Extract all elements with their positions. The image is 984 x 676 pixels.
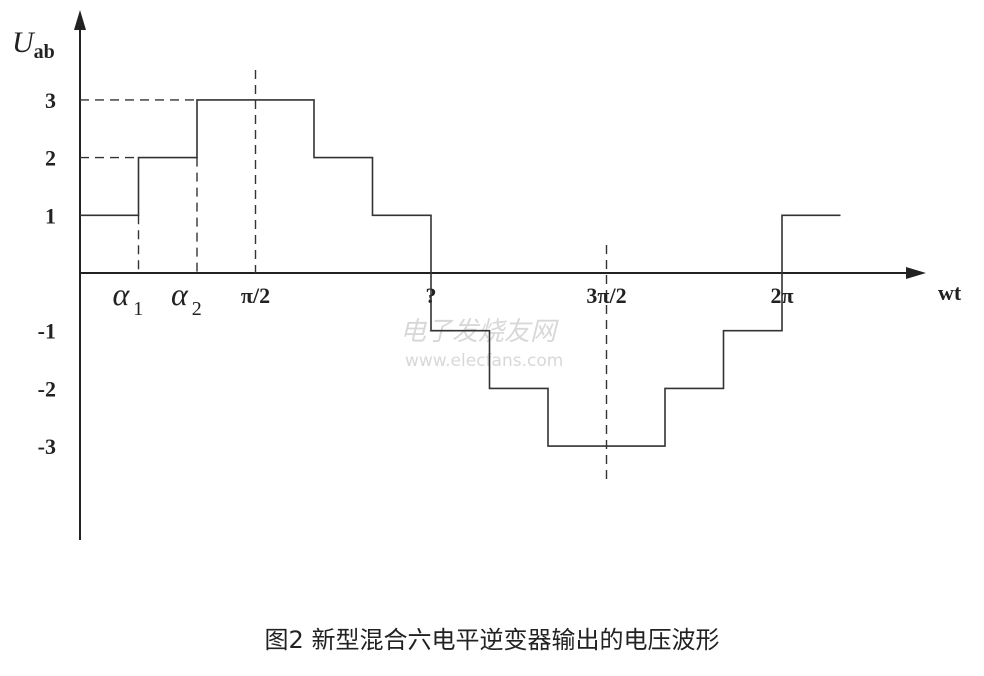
x-axis-arrow bbox=[906, 267, 926, 279]
x-tick-label: 3π/2 bbox=[586, 283, 626, 308]
y-tick-label: -2 bbox=[38, 376, 56, 401]
x-tick-label: π/2 bbox=[241, 283, 270, 308]
y-tick-label: -3 bbox=[38, 434, 56, 459]
watermark-url: www.elecfans.com bbox=[405, 351, 563, 371]
y-tick-label: -1 bbox=[38, 319, 56, 344]
waveform-line bbox=[80, 99, 841, 447]
y-axis-arrow bbox=[74, 10, 86, 30]
guide-lines bbox=[80, 70, 608, 480]
axes: Uab wt bbox=[12, 10, 962, 540]
figure-caption: 图2 新型混合六电平逆变器输出的电压波形 bbox=[265, 626, 720, 654]
y-tick-label: 2 bbox=[45, 146, 56, 171]
x-axis-label: wt bbox=[938, 280, 962, 305]
watermark: 电子发烧友网 www.elecfans.com bbox=[400, 317, 563, 371]
y-tick-label: 3 bbox=[45, 88, 56, 113]
y-axis-label: Uab bbox=[12, 26, 55, 63]
y-tick-label: 1 bbox=[45, 203, 56, 228]
watermark-cn: 电子发烧友网 bbox=[400, 317, 559, 347]
